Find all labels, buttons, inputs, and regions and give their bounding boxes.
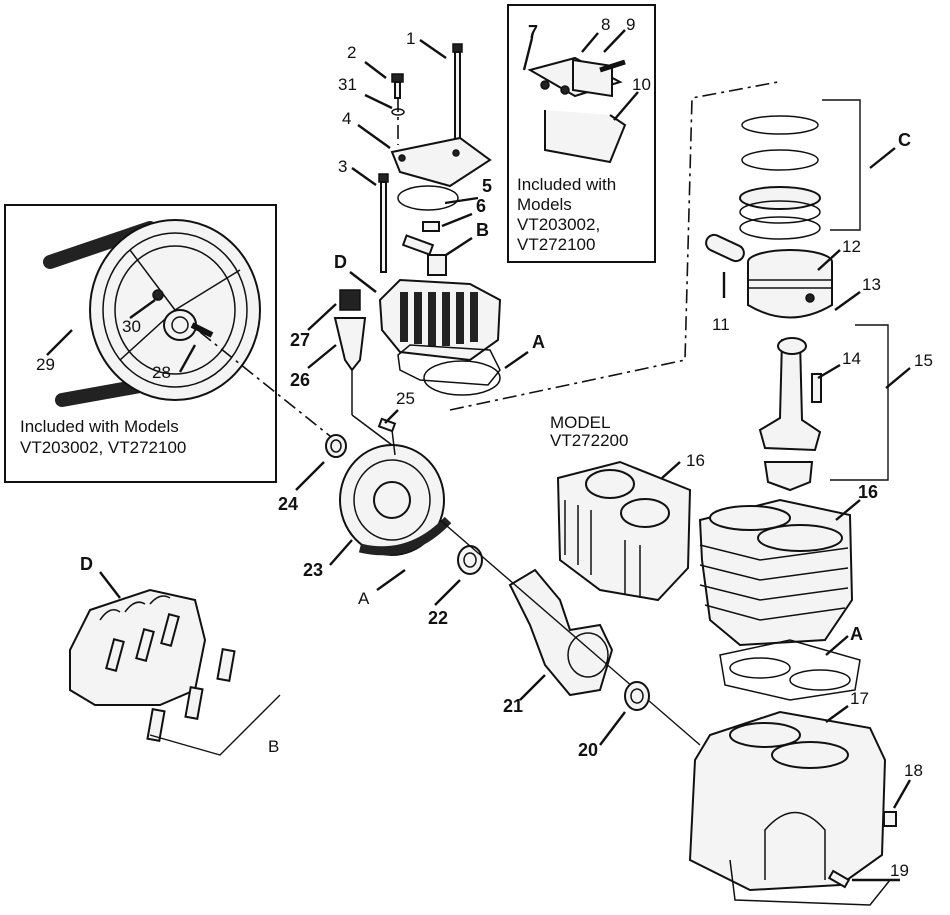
label-23: 23 xyxy=(303,560,323,580)
label-30: 30 xyxy=(122,317,141,336)
label-12: 12 xyxy=(842,237,861,256)
note-top-line4: VT272100 xyxy=(517,235,595,254)
label-16-model: 16 xyxy=(686,451,705,470)
label-9: 9 xyxy=(626,15,635,34)
label-5: 5 xyxy=(482,176,492,196)
label-8: 8 xyxy=(601,15,610,34)
label-22: 22 xyxy=(428,608,448,628)
crankcase xyxy=(688,710,897,906)
label-19: 19 xyxy=(890,861,909,880)
inset-note-left: Included with Models VT203002, VT272100 xyxy=(20,417,186,457)
label-31: 31 xyxy=(338,75,357,94)
label-B-head: B xyxy=(476,220,489,240)
label-1: 1 xyxy=(406,29,415,48)
label-6: 6 xyxy=(476,196,486,216)
cylinder-head xyxy=(378,278,502,362)
note-top-line2: Models xyxy=(517,195,572,214)
inset-note-top: Included with Models VT203002, VT272100 xyxy=(517,175,616,254)
label-13: 13 xyxy=(862,275,881,294)
label-20: 20 xyxy=(578,740,598,760)
callout-labels: 1 2 31 4 3 5 6 B D 27 26 A 7 8 9 10 C 12… xyxy=(36,15,933,880)
piston xyxy=(747,262,833,319)
connecting-rod xyxy=(758,339,822,452)
note-top-line3: VT203002, xyxy=(517,215,600,234)
valve-plate-inset-box xyxy=(507,4,656,263)
label-24: 24 xyxy=(278,494,298,514)
label-25: 25 xyxy=(396,389,415,408)
crankshaft xyxy=(508,568,614,697)
label-15: 15 xyxy=(914,351,933,370)
label-A-flywheel: A xyxy=(358,589,370,608)
label-B-detail: B xyxy=(268,737,279,756)
label-16: 16 xyxy=(858,482,878,502)
model-note: MODEL VT272200 xyxy=(550,413,628,450)
label-18: 18 xyxy=(904,761,923,780)
leader-arrows xyxy=(46,29,912,882)
head-cover xyxy=(390,136,492,188)
label-D-head: D xyxy=(334,252,347,272)
cylinder xyxy=(698,498,861,701)
model-note-line1: MODEL xyxy=(550,413,610,432)
filter-housing xyxy=(333,317,367,372)
filter-element xyxy=(339,289,361,311)
label-A-head: A xyxy=(532,332,545,352)
label-28: 28 xyxy=(152,363,171,382)
note-left-line1: Included with Models xyxy=(20,417,179,436)
label-A-cylinder: A xyxy=(850,624,863,644)
label-2: 2 xyxy=(347,43,356,62)
label-D-detail: D xyxy=(80,554,93,574)
piston-group xyxy=(705,99,889,492)
label-7: 7 xyxy=(528,22,538,42)
label-C: C xyxy=(898,130,911,150)
head-valve-detail xyxy=(69,588,281,756)
label-27: 27 xyxy=(290,330,310,350)
label-29: 29 xyxy=(36,355,55,374)
label-11: 11 xyxy=(712,315,730,334)
crankshaft-assembly xyxy=(325,417,701,746)
label-17: 17 xyxy=(850,689,869,708)
label-10: 10 xyxy=(632,75,651,94)
label-21: 21 xyxy=(503,696,523,716)
head-assembly xyxy=(333,43,502,446)
label-26: 26 xyxy=(290,370,310,390)
flywheel-inset-box xyxy=(4,204,336,483)
label-3: 3 xyxy=(338,157,347,176)
label-14: 14 xyxy=(842,349,861,368)
cylinder-model-vt272200 xyxy=(556,460,692,602)
note-left-line2: VT203002, VT272100 xyxy=(20,438,186,457)
note-top-line1: Included with xyxy=(517,175,616,194)
model-note-line2: VT272200 xyxy=(550,431,628,450)
label-4: 4 xyxy=(342,109,351,128)
